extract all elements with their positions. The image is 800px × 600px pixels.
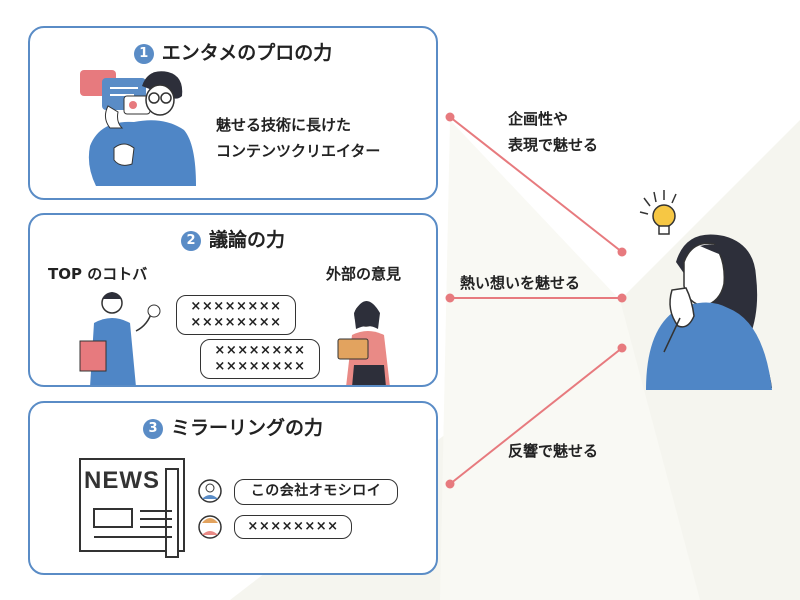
card-number: 1 bbox=[133, 44, 154, 64]
connector-label-line: 表現で魅せる bbox=[508, 136, 599, 154]
chat-bubble-comment: この会社オモシロイ bbox=[234, 479, 398, 505]
connector-label-line: 企画性や bbox=[508, 110, 569, 128]
lightbulb-icon bbox=[639, 190, 677, 235]
outside-opinion-label: 外部の意見 bbox=[326, 265, 402, 283]
chat-bubble-masked: ×××××××× bbox=[234, 515, 352, 539]
newspaper-headline: NEWS bbox=[84, 467, 160, 494]
avatar-icons bbox=[198, 479, 222, 539]
connector-label: 反響で魅せる bbox=[508, 442, 599, 460]
connector-label: 熱い想いを魅せる bbox=[460, 274, 581, 292]
card-desc-line: 魅せる技術に長けた bbox=[216, 116, 352, 134]
newspaper-icon bbox=[79, 458, 185, 558]
card-number: 3 bbox=[142, 419, 163, 439]
speech-bubble-bottom: ×××××××× ×××××××× bbox=[200, 339, 320, 379]
discussion-illustration bbox=[79, 292, 390, 385]
top-words-label: TOP のコトバ bbox=[48, 265, 148, 283]
card-desc-line: コンテンツクリエイター bbox=[216, 142, 381, 160]
card-number: 2 bbox=[180, 231, 201, 251]
creator-illustration bbox=[80, 70, 196, 186]
speech-bubble-top: ×××××××× ×××××××× bbox=[176, 295, 296, 335]
